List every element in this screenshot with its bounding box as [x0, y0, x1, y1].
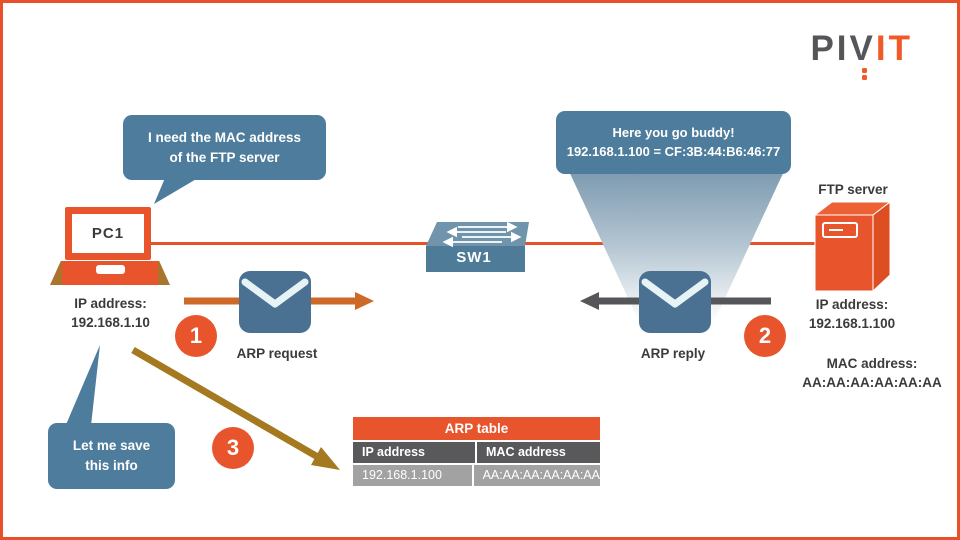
- server-slot-icon: [822, 222, 858, 238]
- step-2-number: 2: [758, 323, 772, 348]
- arp-request-label: ARP request: [236, 346, 318, 361]
- pc1-ip-caption: IP address:: [74, 296, 147, 311]
- server-ip-value: 192.168.1.100: [808, 315, 896, 331]
- switch-name: SW1: [456, 249, 492, 266]
- logo-text-orange: IT: [875, 29, 913, 68]
- save-bubble-line2: this info: [85, 458, 138, 473]
- reply-bubble-line1: Here you go buddy!: [612, 124, 735, 140]
- step-1-badge: 1: [175, 315, 217, 357]
- arp-table-title: ARP table: [353, 417, 600, 440]
- request-bubble-tail: [154, 178, 198, 204]
- arp-request-envelope-icon: [239, 271, 311, 333]
- server-mac-value: AA:AA:AA:AA:AA:AA: [802, 374, 942, 390]
- arp-table-data-row: 192.168.1.100 AA:AA:AA:AA:AA:AA: [353, 465, 600, 486]
- arp-table: ARP table IP address MAC address 192.168…: [353, 417, 600, 486]
- logo-exclamation-dot-icon: [861, 68, 867, 73]
- step-3-number: 3: [226, 435, 240, 460]
- pc1-trackpad-icon: [96, 265, 125, 274]
- arp-table-value-ip: 192.168.1.100: [353, 465, 472, 486]
- step-3-badge: 3: [212, 427, 254, 469]
- arp-table-value-mac: AA:AA:AA:AA:AA:AA: [473, 465, 600, 486]
- pc1-ip-value: 192.168.1.10: [71, 314, 150, 330]
- arp-table-header-row: IP address MAC address: [353, 442, 600, 463]
- server-mac-caption: MAC address:: [826, 356, 918, 371]
- pc1-ip-label: IP address: 192.168.1.10: [43, 295, 178, 333]
- pc1-laptop-icon: PC1: [65, 207, 151, 260]
- step-1-number: 1: [189, 323, 203, 348]
- server-name: FTP server: [818, 182, 888, 197]
- reply-speech-bubble: Here you go buddy! 192.168.1.100 = CF:3B…: [556, 111, 791, 174]
- request-speech-bubble: I need the MAC address of the FTP server: [123, 115, 326, 180]
- arp-table-header-mac: MAC address: [477, 442, 600, 463]
- save-bubble-line1: Let me save: [72, 438, 151, 454]
- reply-bubble-line2: 192.168.1.100 = CF:3B:44:B6:46:77: [566, 143, 781, 159]
- server-ip-caption: IP address:: [815, 297, 889, 312]
- save-speech-bubble: Let me save this info: [48, 423, 175, 489]
- server-ip-label: IP address: 192.168.1.100: [791, 296, 913, 334]
- step-2-badge: 2: [744, 315, 786, 357]
- logo-letter-v: V: [850, 29, 876, 73]
- switch-icon: [426, 221, 529, 272]
- logo-text-gray: PI: [810, 29, 850, 68]
- request-bubble-line1: I need the MAC address: [147, 129, 302, 145]
- pc1-name: PC1: [91, 225, 125, 242]
- arp-reply-label: ARP reply: [640, 346, 706, 361]
- server-icon: [813, 200, 892, 293]
- request-bubble-line2: of the FTP server: [169, 149, 280, 165]
- arp-table-header-ip: IP address: [353, 442, 475, 463]
- save-bubble-tail: [65, 345, 100, 427]
- server-mac-label: MAC address: AA:AA:AA:AA:AA:AA: [786, 355, 957, 393]
- arp-reply-envelope-icon: [639, 271, 711, 333]
